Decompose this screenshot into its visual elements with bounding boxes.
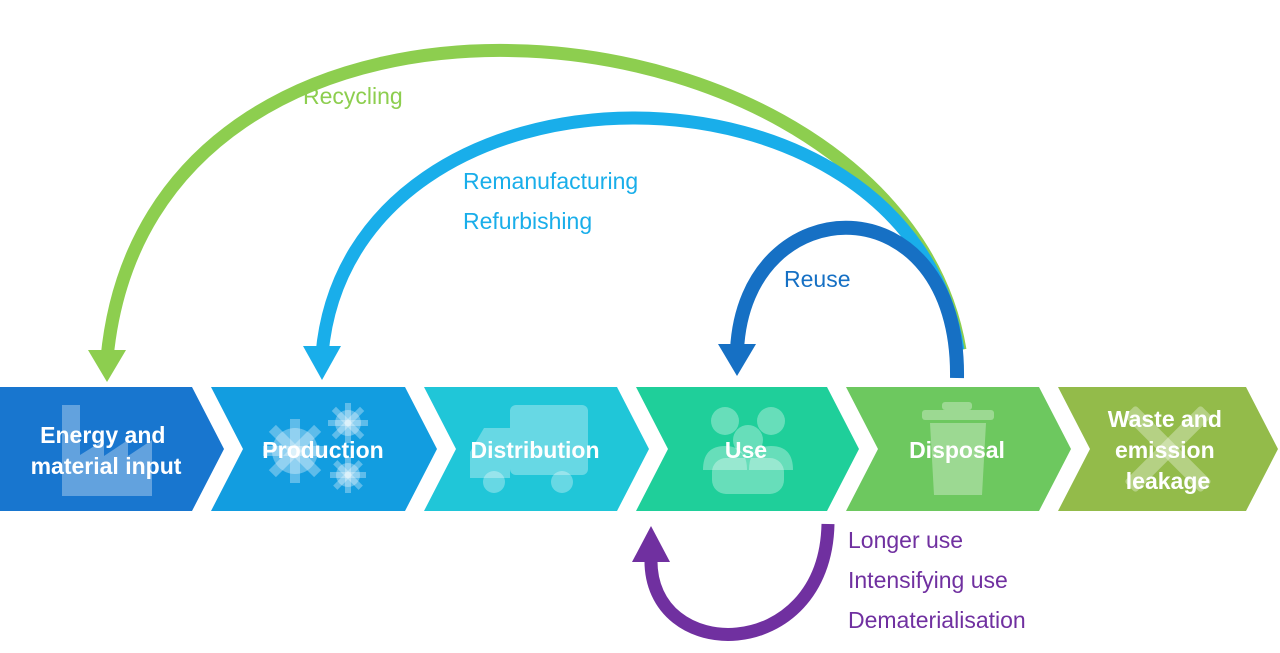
use-loop-arc	[644, 523, 835, 641]
remanufacturing-arrowhead	[303, 346, 341, 380]
intensifying-use-label: Intensifying use	[848, 567, 1008, 593]
cross-icon	[1125, 406, 1211, 492]
stage-icons	[62, 402, 1211, 496]
dematerialisation-label: Dematerialisation	[848, 607, 1026, 633]
stage-label-waste: Waste and emission leakage	[1108, 406, 1229, 494]
stage-use-chevron	[636, 387, 859, 511]
stage-label-use: Use	[725, 437, 767, 463]
recycling-arc	[100, 43, 967, 359]
stage-label-distribution: Distribution	[470, 437, 599, 463]
stage-production-chevron	[211, 387, 437, 511]
stage-distribution-chevron	[424, 387, 649, 511]
reuse-arc	[730, 220, 965, 379]
remanufacturing-arc	[315, 111, 965, 355]
stage-energy-chevron	[0, 387, 224, 511]
factory-icon	[62, 405, 152, 496]
recycling-label: Recycling	[303, 83, 403, 109]
gears-icon	[263, 403, 368, 493]
stage-labels: Energy and material input Production Dis…	[31, 406, 1229, 494]
reuse-arrowhead	[718, 344, 756, 376]
recycling-arrowhead	[88, 350, 126, 382]
stage-label-energy: Energy and material input	[31, 422, 182, 479]
longer-use-label: Longer use	[848, 527, 963, 553]
remanufacturing-label: Remanufacturing	[463, 168, 638, 194]
loop-labels: Recycling Remanufacturing Refurbishing R…	[303, 83, 1026, 633]
stage-label-disposal: Disposal	[909, 437, 1005, 463]
trash-icon	[922, 402, 994, 495]
refurbishing-label: Refurbishing	[463, 208, 592, 234]
reuse-label: Reuse	[784, 266, 850, 292]
value-chain	[0, 387, 1278, 511]
truck-icon	[470, 405, 588, 493]
stage-disposal-chevron	[846, 387, 1071, 511]
stage-waste-chevron	[1058, 387, 1278, 511]
loop-arcs	[88, 43, 967, 641]
stage-label-production: Production	[262, 437, 383, 463]
use-loop-arrowhead	[632, 526, 670, 562]
users-icon	[703, 407, 793, 494]
